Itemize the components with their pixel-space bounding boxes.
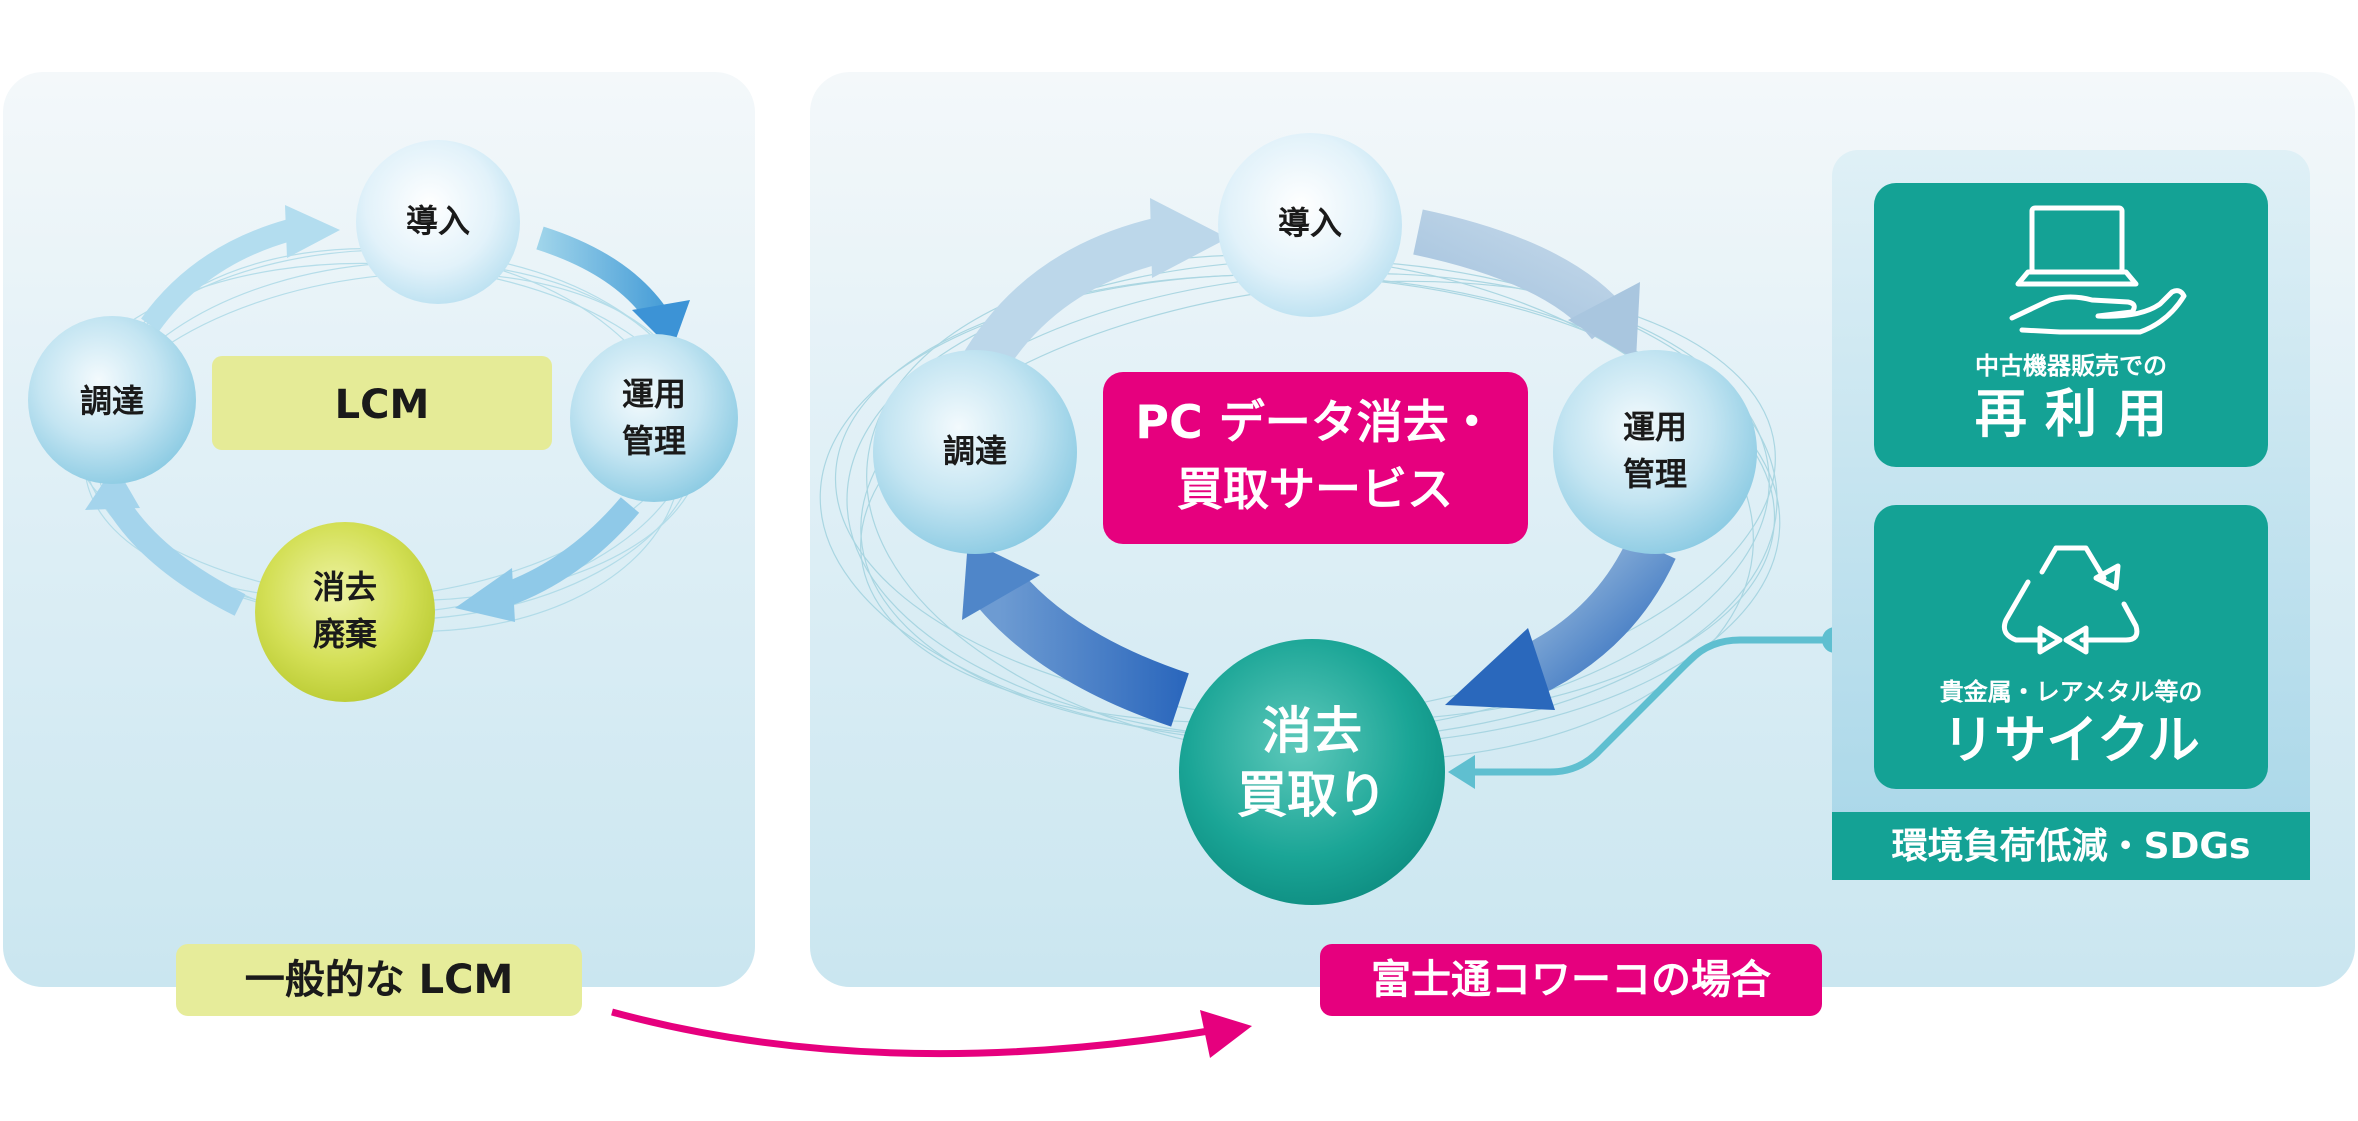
reuse-large-label: 再 利 用 (1975, 385, 2167, 445)
reuse-card: 中古機器販売での 再 利 用 (1874, 183, 2268, 467)
recycle-icon (2001, 545, 2140, 655)
recycle-card: 貴金属・レアメタル等の リサイクル (1874, 505, 2268, 789)
left-caption-label: 一般的な LCM (245, 957, 514, 1003)
right-center-service-label-1: PC データ消去・ (1135, 395, 1495, 449)
fujitsu-coworco-panel: 導入 調達 運用 管理 消去 買取り PC データ消去・ 買取サービス (810, 72, 2355, 987)
left-caption: 一般的な LCM (176, 944, 582, 1016)
left-node-unyo: 運用 管理 (570, 334, 738, 502)
recycle-large-label: リサイクル (1942, 711, 2199, 771)
laptop-on-hand-icon (2009, 205, 2187, 335)
right-caption: 富士通コワーコの場合 (1320, 944, 1822, 1016)
right-node-chotatsu: 調達 (873, 350, 1077, 554)
right-node-chotatsu-label: 調達 (943, 432, 1007, 470)
recycle-small-label: 貴金属・レアメタル等の (1940, 678, 2203, 706)
general-lcm-panel: 導入 調達 運用 管理 消去 廃棄 LCM (3, 72, 755, 987)
reuse-small-label: 中古機器販売での (1975, 352, 2167, 380)
left-node-donyu: 導入 (356, 140, 520, 304)
left-node-shokyo: 消去 廃棄 (255, 522, 435, 702)
right-center-service-label-2: 買取サービス (1177, 462, 1453, 516)
left-node-unyo-label-1: 運用 (622, 375, 686, 413)
right-node-unyo: 運用 管理 (1553, 350, 1757, 554)
side-panel-footer-label: 環境負荷低減・SDGs (1892, 826, 2251, 867)
side-panel: 中古機器販売での 再 利 用 貴金属・レアメタル等の リサイクル (1832, 150, 2310, 880)
right-node-kaitori: 消去 買取り (1179, 639, 1445, 905)
left-node-shokyo-label-2: 廃棄 (313, 615, 378, 653)
left-node-chotatsu-label: 調達 (80, 382, 144, 420)
right-center-service: PC データ消去・ 買取サービス (1103, 372, 1528, 544)
right-cycle-arrows (960, 198, 1676, 727)
transition-arrow (611, 1008, 1252, 1058)
left-center-lcm: LCM (212, 356, 552, 450)
left-node-unyo-label-2: 管理 (622, 422, 686, 460)
left-node-donyu-label: 導入 (406, 202, 470, 240)
right-node-unyo-label-1: 運用 (1623, 408, 1687, 446)
right-node-unyo-label-2: 管理 (1623, 455, 1687, 493)
left-node-chotatsu: 調達 (28, 316, 196, 484)
left-node-shokyo-label-1: 消去 (313, 568, 377, 606)
right-node-donyu-label: 導入 (1278, 204, 1342, 242)
right-caption-label: 富士通コワーコの場合 (1371, 957, 1771, 1003)
right-node-kaitori-label-1: 消去 (1262, 702, 1362, 760)
left-center-lcm-label: LCM (335, 382, 430, 428)
right-node-kaitori-label-2: 買取り (1237, 766, 1387, 824)
right-node-donyu: 導入 (1218, 133, 1402, 317)
